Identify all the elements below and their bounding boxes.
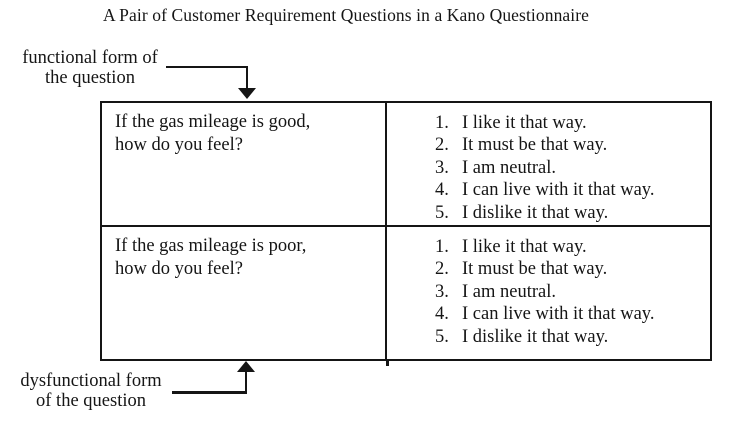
dysfunctional-question-cell: If the gas mileage is poor, how do you f… (102, 227, 387, 359)
option-number: 3. (435, 157, 449, 178)
answer-option: 4. I can live with it that way. (435, 179, 710, 202)
option-number: 4. (435, 180, 449, 200)
answer-option: 2. It must be that way. (435, 134, 710, 157)
functional-connector-horizontal-line (166, 65, 248, 68)
option-number: 2. (435, 135, 449, 155)
functional-form-label-line2: the question (45, 68, 135, 88)
dysfunctional-question-line2: how do you feel? (115, 259, 243, 279)
option-number: 1. (435, 236, 449, 257)
answer-option: 4. I can live with it that way. (435, 303, 710, 326)
option-text: It must be that way. (462, 135, 608, 155)
option-text: I dislike it that way. (462, 326, 609, 347)
answer-option: 1. I like it that way. (435, 112, 710, 135)
option-number: 5. (435, 202, 449, 223)
dysfunctional-form-label-line1: dysfunctional form (20, 371, 162, 391)
functional-connector-vertical-line (245, 65, 248, 91)
answer-option: 3. I am neutral. (435, 157, 710, 180)
option-text: I am neutral. (462, 281, 556, 302)
functional-form-label: functional form of the question (10, 48, 170, 88)
dysfunctional-answer-options-cell: 1. I like it that way. 2. It must be tha… (387, 227, 710, 359)
figure-title: A Pair of Customer Requirement Questions… (102, 5, 590, 25)
column-divider-overshoot (386, 360, 389, 366)
dysfunctional-form-label: dysfunctional form of the question (5, 371, 177, 411)
option-text: I dislike it that way. (462, 202, 609, 223)
option-number: 5. (435, 326, 449, 347)
up-arrowhead-icon (237, 361, 255, 372)
functional-question-cell: If the gas mileage is good, how do you f… (102, 103, 387, 227)
dysfunctional-form-label-line2: of the question (36, 391, 146, 411)
answer-option: 1. I like it that way. (435, 236, 710, 259)
dysfunctional-connector-horizontal-line (172, 391, 247, 394)
answer-option: 2. It must be that way. (435, 258, 710, 281)
option-number: 3. (435, 281, 449, 302)
down-arrowhead-icon (238, 88, 256, 99)
option-text: I like it that way. (462, 112, 587, 133)
functional-answer-options-cell: 1. I like it that way. 2. It must be tha… (387, 103, 710, 227)
option-number: 2. (435, 259, 449, 279)
functional-question-line1: If the gas mileage is good, (115, 112, 311, 132)
answer-option: 5. I dislike it that way. (435, 202, 710, 225)
option-text: I can live with it that way. (462, 304, 655, 324)
option-text: I am neutral. (462, 157, 556, 178)
option-number: 4. (435, 304, 449, 324)
option-number: 1. (435, 112, 449, 133)
answer-option: 3. I am neutral. (435, 281, 710, 304)
option-text: It must be that way. (462, 259, 608, 279)
dysfunctional-question-line1: If the gas mileage is poor, (115, 236, 307, 256)
answer-option: 5. I dislike it that way. (435, 326, 710, 349)
kano-question-table: If the gas mileage is good, how do you f… (100, 101, 712, 361)
dysfunctional-connector-vertical-line (244, 371, 247, 393)
option-text: I can live with it that way. (462, 180, 655, 200)
functional-form-label-line1: functional form of (22, 48, 158, 68)
functional-question-line2: how do you feel? (115, 135, 243, 155)
option-text: I like it that way. (462, 236, 587, 257)
